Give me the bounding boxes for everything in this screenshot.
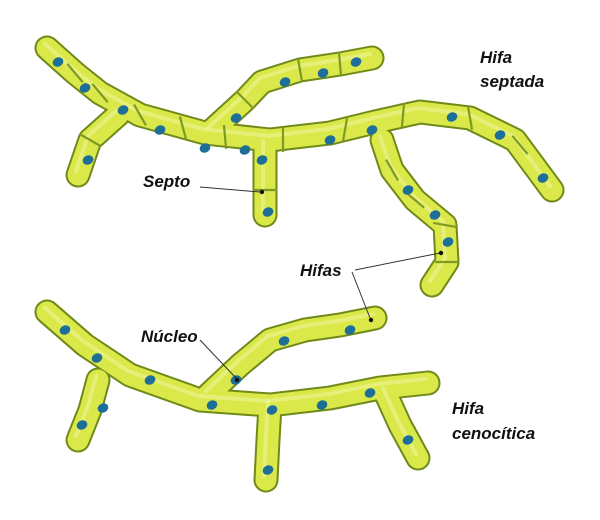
coenocytic-hypha xyxy=(34,299,441,493)
septum-4 xyxy=(222,124,228,150)
leader-hyphae-upper-dot xyxy=(438,250,444,256)
nucleus-septate-18 xyxy=(402,185,414,195)
leader-hyphae-lower-dot xyxy=(368,317,374,323)
septum-9 xyxy=(511,135,529,155)
septa xyxy=(66,51,529,264)
nucleus-septate-20 xyxy=(442,237,454,247)
nucleus-coenocytic-2 xyxy=(144,375,156,385)
septum-8 xyxy=(466,105,474,131)
label-coenocytic-hypha-line2: cenocítica xyxy=(452,424,536,443)
septum-13 xyxy=(337,51,343,77)
nucleus-coenocytic-1 xyxy=(91,353,103,363)
nucleus-coenocytic-5 xyxy=(316,400,328,410)
septum-2 xyxy=(133,104,147,126)
nucleus-septate-19 xyxy=(429,210,441,220)
nucleus-septate-2 xyxy=(117,105,129,115)
nucleus-septate-3 xyxy=(154,125,166,135)
nucleus-septate-4 xyxy=(199,143,211,153)
coenocytic-branch-1 xyxy=(67,369,109,451)
nucleus-septate-12 xyxy=(82,155,94,165)
nucleus-septate-1 xyxy=(79,83,91,93)
septate-nuclei xyxy=(52,57,549,247)
label-septum: Septo xyxy=(143,172,191,191)
septate-branch-highlight-2 xyxy=(206,52,372,130)
septum-6 xyxy=(341,117,349,143)
coenocytic-branch-2 xyxy=(197,307,386,406)
nucleus-septate-16 xyxy=(350,57,362,67)
leader-nucleus xyxy=(199,339,237,379)
nucleus-coenocytic-11 xyxy=(344,325,356,335)
leader-hyphae-upper xyxy=(354,252,441,271)
septum-0 xyxy=(66,63,84,83)
nucleus-septate-5 xyxy=(239,145,251,155)
septum-12 xyxy=(296,57,304,83)
leader-hyphae-lower xyxy=(351,271,371,319)
nucleus-septate-11 xyxy=(537,173,549,183)
nucleus-coenocytic-13 xyxy=(402,435,414,445)
nucleus-septate-0 xyxy=(52,57,64,67)
coenocytic-branch-highlight-2 xyxy=(204,312,375,393)
nucleus-coenocytic-7 xyxy=(97,403,109,413)
nucleus-septate-15 xyxy=(317,68,329,78)
nucleus-coenocytic-3 xyxy=(206,400,218,410)
label-septate-hypha-line2: septada xyxy=(480,72,545,91)
septum-10 xyxy=(79,133,101,147)
nucleus-septate-17 xyxy=(262,207,274,217)
leader-lines xyxy=(199,186,444,383)
septum-3 xyxy=(178,116,188,140)
nucleus-septate-10 xyxy=(494,130,506,140)
nucleus-septate-7 xyxy=(324,135,336,145)
leader-septum xyxy=(199,186,261,193)
nucleus-coenocytic-4 xyxy=(266,405,278,415)
septum-7 xyxy=(400,102,406,128)
nucleus-coenocytic-0 xyxy=(59,325,71,335)
nucleus-coenocytic-6 xyxy=(364,388,376,398)
nucleus-septate-8 xyxy=(366,125,378,135)
septate-branch-2 xyxy=(199,47,383,143)
coenocytic-branch-highlight-0 xyxy=(43,306,428,403)
septum-1 xyxy=(91,83,109,103)
label-septate-hypha-line1: Hifa xyxy=(480,48,513,67)
nucleus-coenocytic-10 xyxy=(278,336,290,346)
label-hyphae: Hifas xyxy=(300,261,342,280)
nucleus-coenocytic-12 xyxy=(262,465,274,475)
septum-15 xyxy=(385,159,399,181)
label-coenocytic-hypha-line1: Hifa xyxy=(452,399,485,418)
nucleus-septate-13 xyxy=(230,113,242,123)
leader-nucleus-dot xyxy=(234,377,240,383)
septate-body xyxy=(36,37,563,296)
septum-16 xyxy=(405,191,425,209)
septum-11 xyxy=(235,90,255,110)
septate-branch-highlight-1 xyxy=(74,109,118,173)
coenocytic-nuclei xyxy=(59,325,414,475)
nucleus-septate-9 xyxy=(446,112,458,122)
nucleus-septate-6 xyxy=(256,155,268,165)
nucleus-coenocytic-8 xyxy=(76,420,88,430)
septate-hypha xyxy=(34,35,565,298)
nucleus-septate-14 xyxy=(279,77,291,87)
leader-septum-dot xyxy=(259,189,265,195)
label-nucleus: Núcleo xyxy=(141,327,198,346)
septate-outline xyxy=(34,35,565,298)
septum-17 xyxy=(432,221,458,229)
